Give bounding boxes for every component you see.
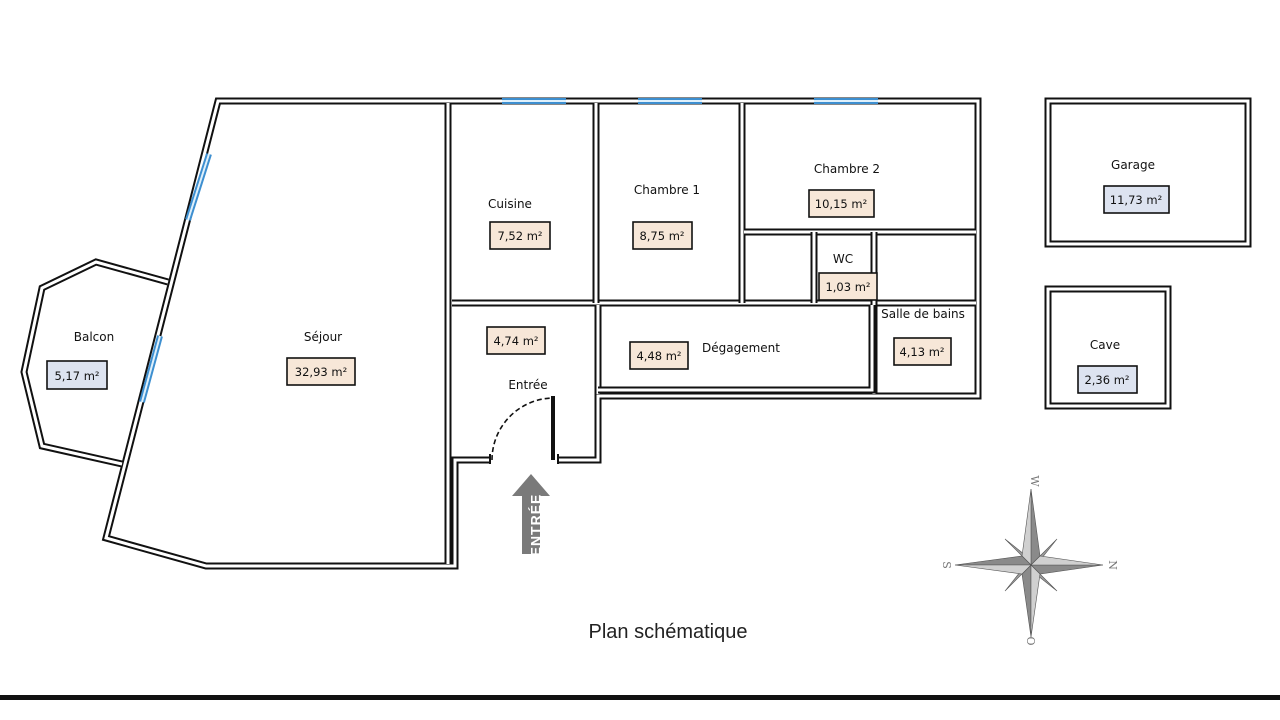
area-box-garage: 11,73 m² <box>1103 185 1170 214</box>
area-box-cave: 2,36 m² <box>1077 365 1138 394</box>
svg-text:4,48 m²: 4,48 m² <box>636 349 681 363</box>
compass-w: W <box>1028 475 1041 487</box>
svg-text:5,17 m²: 5,17 m² <box>54 369 99 383</box>
area-box-chambre2: 10,15 m² <box>808 189 875 218</box>
room-name-garage: Garage <box>1111 158 1155 172</box>
room-name-wc: WC <box>833 252 853 266</box>
entry-arrow-label: ENTRÉE <box>528 494 544 557</box>
floor-plan: ENTRÉE Séjour Balcon Cuisine Chambre 1 C… <box>20 97 1252 646</box>
area-labels: 32,93 m² 5,17 m² 7,52 m² 8,75 m² 10,15 m… <box>46 185 1170 394</box>
svg-text:10,15 m²: 10,15 m² <box>815 197 867 211</box>
area-box-cuisine: 7,52 m² <box>489 221 551 250</box>
svg-text:1,03 m²: 1,03 m² <box>825 280 870 294</box>
room-labels: Séjour Balcon Cuisine Chambre 1 Chambre … <box>74 158 1155 392</box>
room-name-balcon: Balcon <box>74 330 114 344</box>
room-name-sejour: Séjour <box>304 330 342 344</box>
entry-door <box>489 396 559 465</box>
svg-text:8,75 m²: 8,75 m² <box>639 229 684 243</box>
area-box-chambre1: 8,75 m² <box>632 221 693 250</box>
svg-text:4,74 m²: 4,74 m² <box>493 334 538 348</box>
garage-wall <box>1044 97 1252 248</box>
area-box-wc: 1,03 m² <box>818 272 878 301</box>
compass-rose-icon: W N S O <box>940 475 1119 645</box>
svg-text:11,73 m²: 11,73 m² <box>1110 193 1162 207</box>
svg-text:7,52 m²: 7,52 m² <box>497 229 542 243</box>
room-name-entree: Entrée <box>508 378 547 392</box>
area-box-entree: 4,74 m² <box>486 326 546 355</box>
svg-text:4,13 m²: 4,13 m² <box>899 345 944 359</box>
plan-caption: Plan schématique <box>589 621 748 643</box>
room-name-cuisine: Cuisine <box>488 197 532 211</box>
interior-walls <box>444 103 976 564</box>
compass-n: N <box>1106 560 1119 570</box>
room-name-cave: Cave <box>1090 338 1120 352</box>
bottom-border <box>0 695 1280 700</box>
walls <box>20 97 1252 570</box>
entry-arrow: ENTRÉE <box>512 474 550 556</box>
area-box-balcon: 5,17 m² <box>46 360 108 390</box>
room-name-chambre2: Chambre 2 <box>814 162 880 176</box>
area-box-sejour: 32,93 m² <box>286 357 356 386</box>
windows <box>139 98 878 403</box>
compass-s: S <box>940 561 953 569</box>
area-box-degagement: 4,48 m² <box>629 341 689 370</box>
svg-text:2,36 m²: 2,36 m² <box>1084 373 1129 387</box>
compass-o: O <box>1024 636 1037 645</box>
room-name-degagement: Dégagement <box>702 341 780 355</box>
svg-text:32,93 m²: 32,93 m² <box>295 365 347 379</box>
room-name-chambre1: Chambre 1 <box>634 183 700 197</box>
room-name-sdb: Salle de bains <box>881 307 965 321</box>
area-box-sdb: 4,13 m² <box>893 337 952 366</box>
